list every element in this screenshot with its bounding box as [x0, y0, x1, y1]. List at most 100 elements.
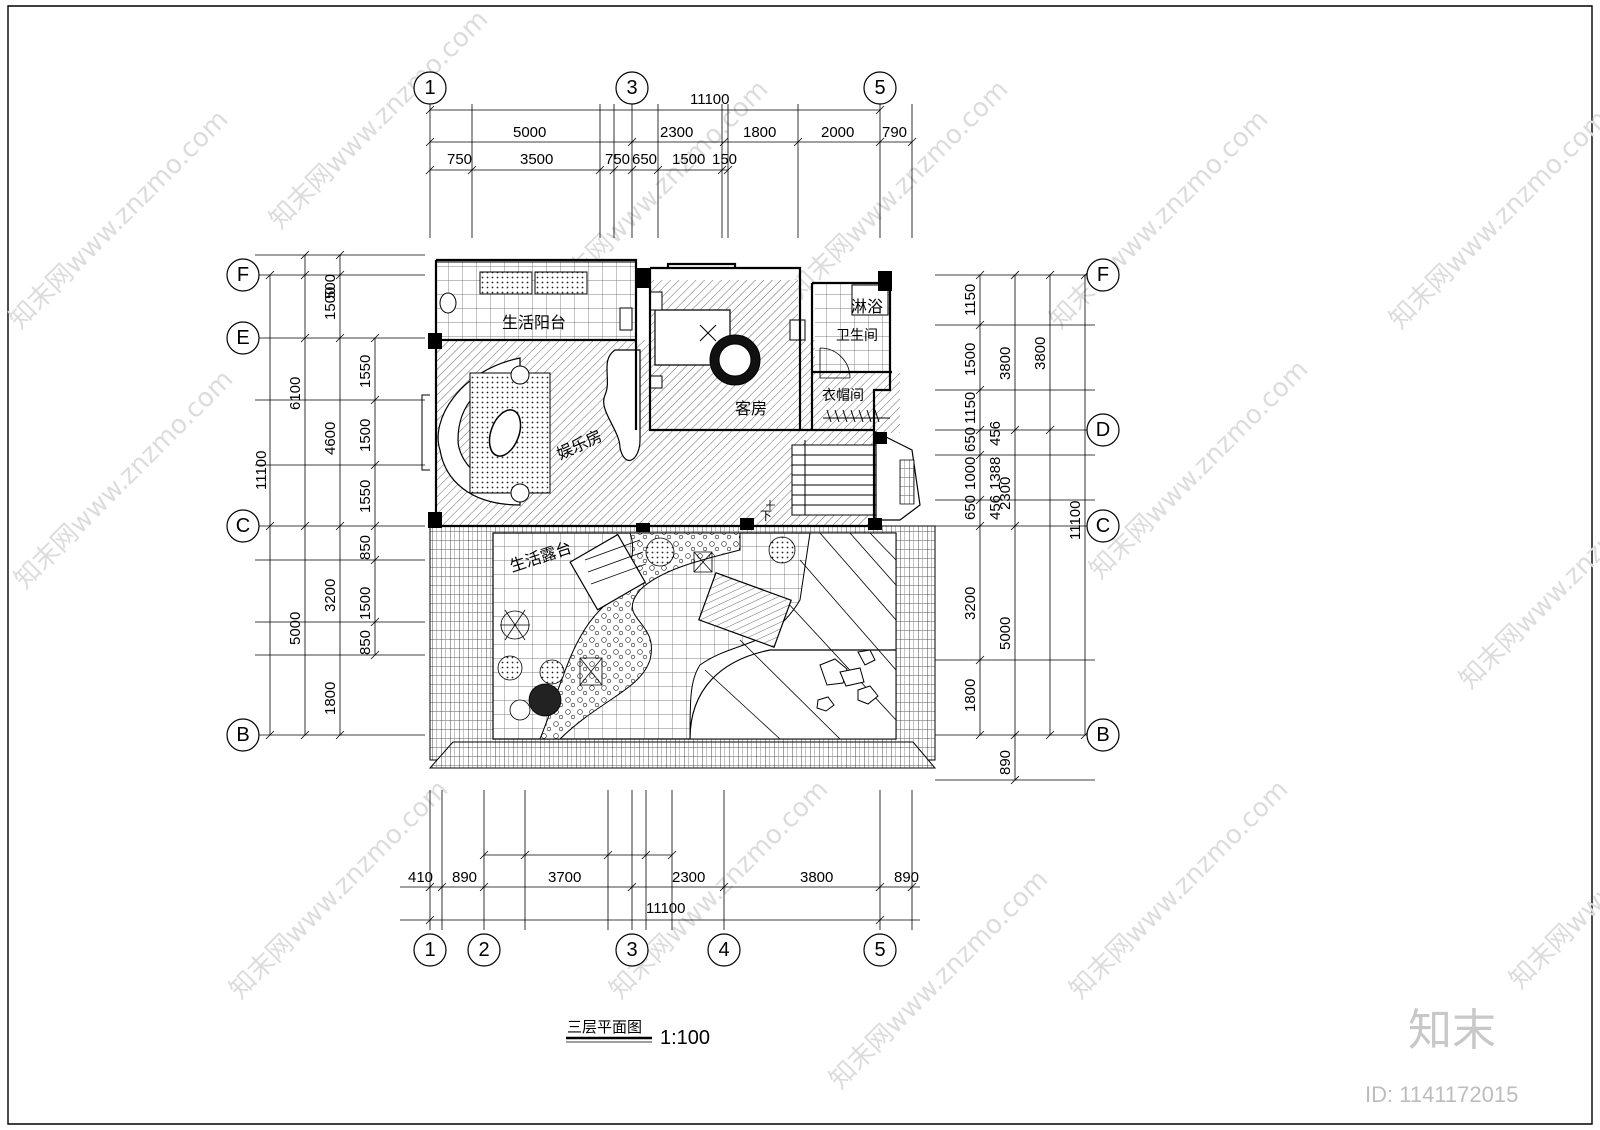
curved-step-area: [690, 650, 896, 739]
dim-top-row1: 2300: [660, 124, 693, 141]
axis-bubble-label: D: [1096, 419, 1110, 441]
axis-bubble-label: C: [1096, 515, 1110, 537]
watermark-text: 知末网www.znzmo.com: [224, 774, 455, 1005]
dim-left-col2: 3200: [322, 579, 339, 612]
wash-basin: [790, 320, 805, 340]
room-toilet-label: 卫生间: [836, 328, 878, 344]
drawing-scale: 1:100: [660, 1027, 710, 1049]
dim-left-col2: 4600: [322, 422, 339, 455]
dim-top-row1: 2000: [821, 124, 854, 141]
dim-left-col2: 1500: [322, 287, 339, 320]
axis-bubble-bottom: 3: [616, 934, 648, 966]
balcony-rack: [480, 272, 532, 294]
dim-top-row1: 790: [882, 124, 907, 141]
dim-left-col1: 5000: [287, 612, 304, 645]
terrace-stones: [817, 650, 878, 711]
axis-bubble-label: B: [1096, 724, 1109, 746]
axis-bubble-label: 5: [874, 939, 885, 961]
dim-left-col3: 1500: [357, 419, 374, 452]
axis-bubble-label: B: [236, 724, 249, 746]
watermark-text: 知末网www.znzmo.com: [1504, 764, 1600, 995]
columns: [428, 268, 892, 532]
closet-rail: [823, 410, 890, 422]
room-balcony-label: 生活阳台: [502, 313, 566, 332]
dim-right-col2: 456: [987, 421, 1004, 446]
dim-top-row1: 5000: [513, 124, 546, 141]
dim-top-row2: 3500: [520, 151, 553, 168]
watermark-text: 知末网www.znzmo.com: [1064, 774, 1295, 1005]
axis-bubble-right: D: [1087, 414, 1119, 446]
bridge-deck: [699, 573, 791, 647]
dim-left-col3: 1500: [357, 587, 374, 620]
dim-right-total: 11100: [1067, 501, 1084, 541]
sofa-group: [422, 358, 550, 505]
watermark-text: 知末网www.znzmo.com: [1044, 104, 1275, 335]
dim-right-col3: 2300: [997, 477, 1014, 510]
watermark-text: 知末网www.znzmo.com: [9, 364, 240, 595]
axis-bubble-right: B: [1087, 719, 1119, 751]
axis-bubble-label: 5: [874, 77, 885, 99]
dim-bottom-row: 2300: [672, 869, 705, 886]
dim-right-col3: 5000: [997, 617, 1014, 650]
axis-bubble-bottom: 1: [414, 934, 446, 966]
dim-right-col3: 3800: [997, 347, 1014, 380]
terrace-plants: [498, 537, 795, 720]
dim-bottom-row: 410: [408, 869, 433, 886]
axis-bubble-left: F: [227, 259, 259, 291]
dim-bottom-row: 3700: [548, 869, 581, 886]
axis-bubble-bottom: 2: [468, 934, 500, 966]
roof-eave: [430, 742, 935, 768]
building-plan: [422, 260, 935, 768]
watermark-text: 知末网www.znzmo.com: [4, 104, 235, 335]
axis-bubble-right: F: [1087, 259, 1119, 291]
dim-right-col1: 1150: [962, 284, 979, 316]
dim-left-col3: 850: [357, 535, 374, 560]
axis-bubble-label: 4: [718, 939, 729, 961]
dim-right-col2: 1388: [987, 457, 1004, 490]
drawing-title: 三层平面图: [567, 1018, 642, 1036]
dim-left-col1: 6100: [287, 377, 304, 410]
dim-left-col2: 500: [322, 274, 339, 299]
dim-bottom-row: 3800: [800, 869, 833, 886]
dim-left-col3: 1550: [357, 480, 374, 513]
watermark-text: 知末网www.znzmo.com: [604, 774, 835, 1005]
axis-bubble-left: E: [227, 322, 259, 354]
watermark-text: 知末网www.znzmo.com: [824, 864, 1055, 1095]
axis-bubble-label: 1: [424, 77, 435, 99]
dimension-tick: [720, 138, 728, 146]
axis-bubble-top: 5: [864, 72, 896, 104]
axis-bubble-left: B: [227, 719, 259, 751]
axis-bubble-label: 3: [626, 939, 637, 961]
axis-bubble-bottom: 4: [708, 934, 740, 966]
dim-top-row2: 150: [712, 151, 737, 168]
axis-bubble-label: F: [1097, 264, 1109, 286]
axis-bubble-label: F: [237, 264, 249, 286]
dim-left-col2: 1800: [322, 682, 339, 715]
dim-left-col3: 1550: [357, 355, 374, 388]
dim-top-row2: 650: [632, 151, 657, 168]
axis-bubble-bottom: 5: [864, 934, 896, 966]
axis-bubble-right: C: [1087, 510, 1119, 542]
dim-left-col3: 850: [357, 630, 374, 655]
dim-right-col3: 890: [997, 750, 1014, 775]
wavy-counter: [604, 350, 640, 460]
room-shower-label: 淋浴: [851, 297, 883, 316]
dim-right-col1: 3200: [962, 587, 979, 620]
room-guest-label: 客房: [735, 399, 767, 418]
dim-right-col1: 1500: [962, 343, 979, 376]
brand-logo: 知末: [1408, 1005, 1496, 1056]
closet-floor: [815, 373, 900, 433]
dim-bottom-row: 890: [894, 869, 919, 886]
dim-left-total: 11100: [253, 451, 270, 491]
axis-bubble-label: 3: [626, 77, 637, 99]
terrace-diagonal-lines: [705, 533, 896, 739]
axis-bubble-top: 3: [616, 72, 648, 104]
axis-bubble-label: C: [236, 515, 250, 537]
axis-bubble-label: 2: [478, 939, 489, 961]
room-closet-label: 衣帽间: [822, 388, 864, 404]
stair-label: 下: [760, 509, 772, 523]
axis-bubble-top: 1: [414, 72, 446, 104]
watermark-text: 知末网www.znzmo.com: [1384, 104, 1600, 335]
dim-top-row2: 750: [605, 151, 630, 168]
